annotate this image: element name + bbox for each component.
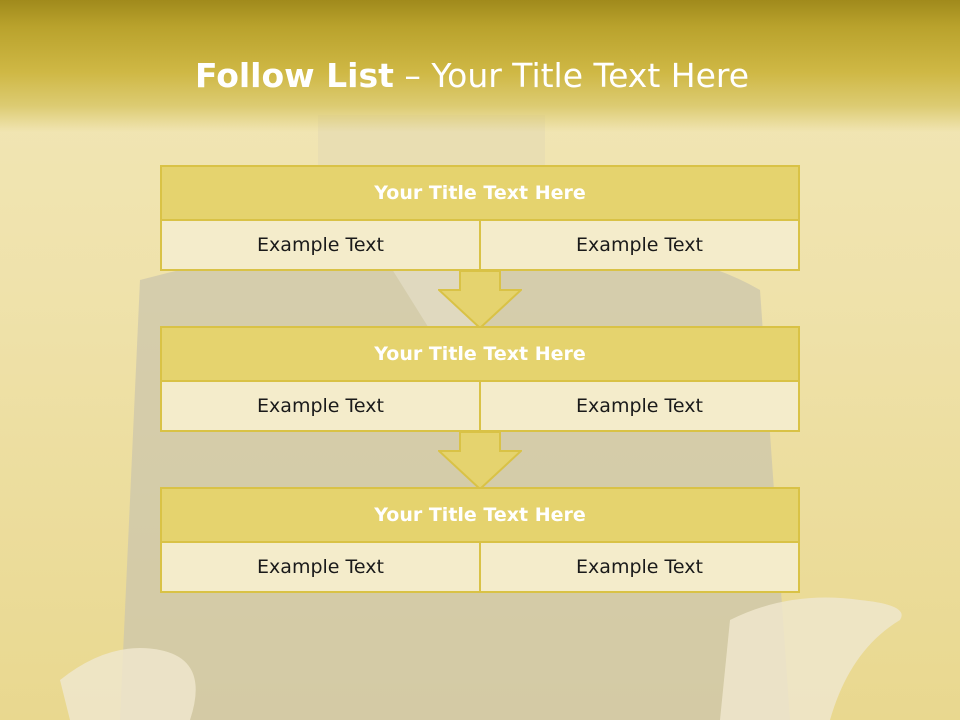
step-1: Your Title Text Here Example Text Exampl… <box>160 165 800 271</box>
step-cell-right: Example Text <box>481 221 800 271</box>
slide-title-bold: Follow List <box>194 56 394 95</box>
step-cell-left: Example Text <box>160 221 481 271</box>
step-cell-right: Example Text <box>481 543 800 593</box>
header-band <box>0 0 960 132</box>
step-row: Example Text Example Text <box>160 543 800 593</box>
step-title: Your Title Text Here <box>160 165 800 221</box>
step-title: Your Title Text Here <box>160 487 800 543</box>
down-arrow-icon <box>438 270 522 330</box>
slide-title: Follow List – Your Title Text Here <box>0 52 944 100</box>
step-cell-left: Example Text <box>160 382 481 432</box>
down-arrow-icon <box>438 431 522 491</box>
step-2: Your Title Text Here Example Text Exampl… <box>160 326 800 432</box>
step-row: Example Text Example Text <box>160 221 800 271</box>
step-cell-right: Example Text <box>481 382 800 432</box>
slide-title-rest: – Your Title Text Here <box>393 56 750 95</box>
step-title: Your Title Text Here <box>160 326 800 382</box>
step-row: Example Text Example Text <box>160 382 800 432</box>
step-3: Your Title Text Here Example Text Exampl… <box>160 487 800 593</box>
step-cell-left: Example Text <box>160 543 481 593</box>
